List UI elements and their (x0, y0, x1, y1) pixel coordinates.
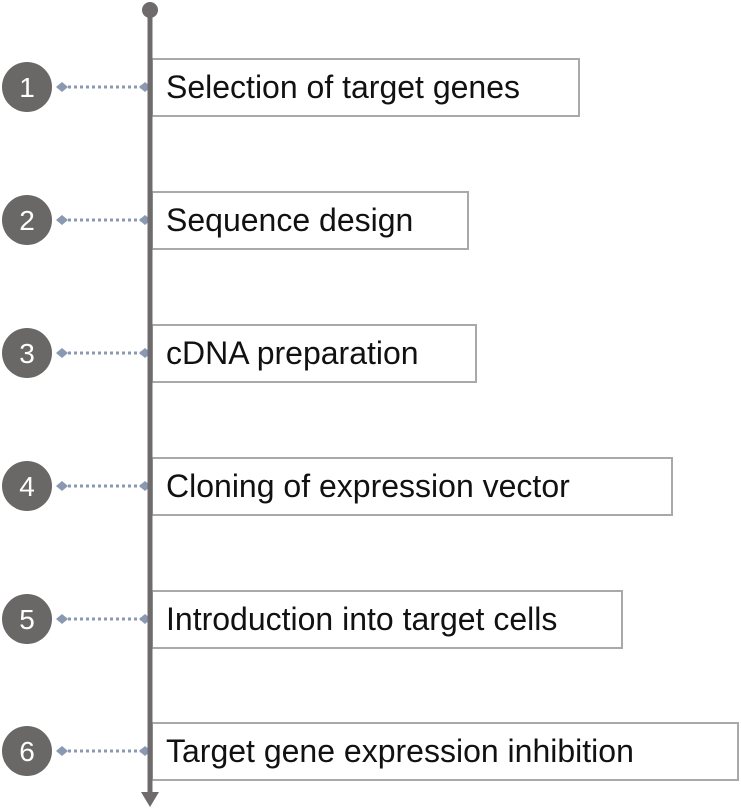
step-3: 3 cDNA preparation (2, 324, 477, 383)
step-number-circle (2, 328, 52, 378)
step-label: Introduction into target cells (166, 601, 557, 637)
step-number: 4 (19, 471, 35, 502)
timeline-start-dot (142, 2, 158, 18)
step-number: 5 (19, 604, 35, 635)
steps-layer: 1 Selection of target genes 2 Sequence desi… (2, 58, 739, 781)
step-number: 1 (19, 72, 35, 103)
step-label: cDNA preparation (166, 335, 419, 371)
step-label-box (151, 590, 623, 649)
connector-diamond-icon (56, 215, 68, 225)
step-number-circle (2, 461, 52, 511)
step-label-box (151, 58, 580, 117)
step-label-box (151, 722, 739, 781)
step-label: Target gene expression inhibition (166, 733, 634, 769)
step-label-box (151, 191, 469, 250)
step-label: Sequence design (166, 202, 413, 238)
connector-diamond-icon (56, 746, 68, 756)
connector-diamond-icon (56, 82, 68, 92)
step-number-circle (2, 726, 52, 776)
step-number-circle (2, 62, 52, 112)
step-1: 1 Selection of target genes (2, 58, 580, 117)
step-label-box (151, 457, 673, 516)
step-number: 2 (19, 205, 35, 236)
step-2: 2 Sequence design (2, 191, 469, 250)
step-label-box (151, 324, 477, 383)
timeline-layer (141, 2, 159, 807)
step-number: 6 (19, 736, 35, 767)
step-number: 3 (19, 338, 35, 369)
step-4: 4 Cloning of expression vector (2, 457, 673, 516)
timeline-arrowhead-icon (141, 792, 159, 807)
step-number-circle (2, 594, 52, 644)
step-label: Cloning of expression vector (166, 468, 570, 504)
connector-diamond-icon (56, 614, 68, 624)
step-5: 5 Introduction into target cells (2, 590, 623, 649)
step-6: 6 Target gene expression inhibition (2, 722, 739, 781)
connector-diamond-icon (56, 481, 68, 491)
connector-diamond-icon (56, 348, 68, 358)
step-label: Selection of target genes (166, 69, 520, 105)
step-number-circle (2, 195, 52, 245)
